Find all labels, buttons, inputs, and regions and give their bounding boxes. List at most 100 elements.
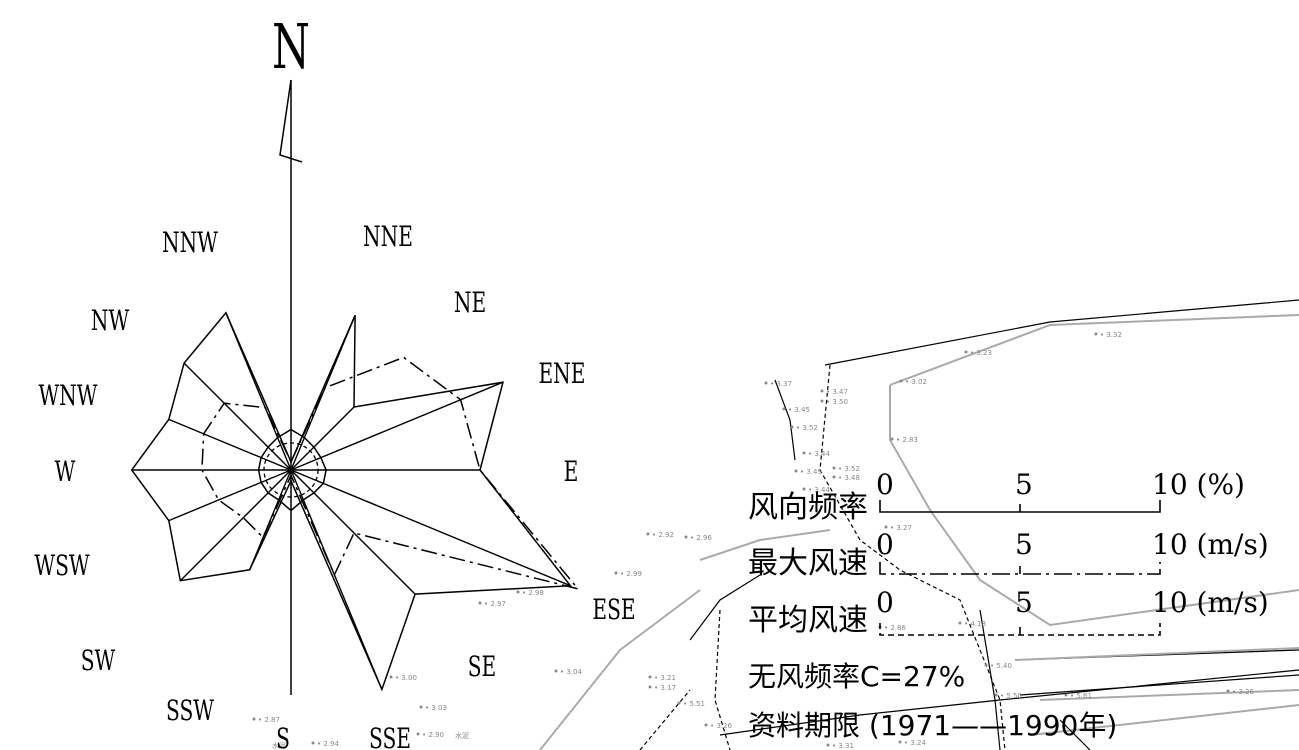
spot-marker	[964, 350, 968, 354]
direction-label-wnw: WNW	[38, 379, 97, 412]
direction-label-ene: ENE	[538, 357, 585, 390]
legend-label-mean-wind: 平均风速	[748, 603, 868, 638]
spot-height-label: • 3.17	[654, 684, 676, 692]
spot-marker	[958, 621, 962, 625]
site-map-background	[539, 299, 1299, 750]
spot-height-label: • 3.03	[425, 704, 447, 712]
spot-height-label: • 2.94	[317, 740, 339, 748]
spoke-ne	[290, 406, 355, 471]
direction-label-ssw: SSW	[166, 694, 214, 727]
direction-label-sse: SSE	[369, 722, 411, 750]
spot-marker	[898, 740, 902, 744]
spot-height-label: • 3.32	[1100, 331, 1122, 339]
spot-marker	[1064, 693, 1068, 697]
north-arrow	[279, 79, 303, 163]
spoke-ssw	[249, 469, 292, 571]
spot-marker	[994, 693, 998, 697]
spot-marker	[684, 535, 688, 539]
spoke-sw	[179, 469, 292, 582]
spot-height-label: • 3.44	[808, 486, 830, 494]
spot-marker	[826, 743, 830, 747]
spoke-ene	[290, 381, 504, 471]
spot-marker	[389, 675, 393, 679]
spot-marker	[832, 466, 836, 470]
spot-height-label: • 2.92	[652, 531, 674, 539]
legend-row-mean-wind: 平均风速 0 5 10 (m/s)	[748, 586, 1269, 638]
spot-marker	[890, 437, 894, 441]
spot-marker	[416, 732, 420, 736]
spot-marker	[790, 425, 794, 429]
spot-marker	[794, 469, 798, 473]
legend-mid-mean-wind: 5	[1015, 586, 1033, 619]
max-wind-polygon	[201, 356, 580, 591]
north-label: N	[272, 10, 310, 83]
spot-marker	[648, 675, 652, 679]
spot-height-label: • 3.26	[1232, 688, 1254, 696]
legend: 风向频率 0 5 10 (%) 最大风速 0 5 10 (m/s) 平均风速 0…	[748, 468, 1269, 742]
legend-row-max-wind: 最大风速 0 5 10 (m/s)	[748, 528, 1269, 581]
spot-marker	[802, 487, 806, 491]
spoke-wsw	[168, 469, 292, 522]
spot-height-label: • 3.52	[796, 424, 818, 432]
spot-height-label: • 3.00	[395, 674, 417, 682]
spot-height-label: • 3.26	[710, 722, 732, 730]
spot-marker	[646, 532, 650, 536]
spot-height-label: • 2.90	[422, 731, 444, 739]
spot-marker	[802, 451, 806, 455]
spot-height-label: • 3.02	[905, 378, 927, 386]
spot-height-label: • 5.51	[683, 700, 705, 708]
spot-height-label: • 3.27	[890, 524, 912, 532]
direction-label-sw: SW	[81, 644, 116, 677]
spot-marker	[704, 723, 708, 727]
spot-marker	[1094, 332, 1098, 336]
spot-marker	[419, 705, 423, 709]
spot-height-label: • 4.18	[964, 620, 986, 628]
spot-height-label: • 2.83	[896, 436, 918, 444]
spot-marker	[820, 399, 824, 403]
legend-mid-max-wind: 5	[1015, 528, 1033, 561]
spot-height-label: • 5.50	[1000, 692, 1022, 700]
spot-marker	[820, 389, 824, 393]
map-material-label: 水泥	[272, 741, 286, 750]
spot-height-label: • 3.49	[800, 468, 822, 476]
spot-marker	[984, 663, 988, 667]
spot-height-label: • 3.21	[654, 674, 676, 682]
spot-marker	[782, 407, 786, 411]
spot-height-label: • 3.37	[770, 380, 792, 388]
spot-height-label: • 3.50	[826, 398, 848, 406]
legend-row-frequency: 风向频率 0 5 10 (%)	[748, 468, 1245, 525]
spot-height-label: • 3.04	[560, 668, 582, 676]
map-material-label: 水泥	[455, 731, 469, 740]
calm-frequency-text: 无风频率C=27%	[748, 660, 965, 693]
legend-mid-frequency: 5	[1015, 468, 1033, 501]
legend-start-frequency: 0	[876, 468, 894, 501]
spot-height-label: • 2.86	[884, 624, 906, 632]
spot-marker	[311, 741, 315, 745]
spot-height-label: • 2.87	[258, 716, 280, 724]
frequency-polygon	[130, 311, 572, 692]
spot-marker	[884, 525, 888, 529]
spot-marker	[648, 685, 652, 689]
spot-marker	[252, 717, 256, 721]
mean-wind-polygon	[257, 428, 327, 512]
legend-start-mean-wind: 0	[876, 586, 894, 619]
legend-end-max-wind: 10 (m/s)	[1152, 528, 1269, 561]
direction-label-e: E	[564, 455, 579, 488]
spot-height-label: • 3.24	[904, 739, 926, 747]
direction-label-nne: NNE	[363, 220, 413, 253]
legend-end-mean-wind: 10 (m/s)	[1152, 586, 1269, 619]
spot-marker	[516, 590, 520, 594]
direction-label-nnw: NNW	[162, 226, 218, 259]
spot-height-label: • 3.52	[838, 465, 860, 473]
direction-label-ese: ESE	[592, 593, 635, 626]
spot-height-label: • 3.31	[832, 742, 854, 750]
legend-end-frequency: 10 (%)	[1152, 468, 1245, 501]
direction-label-ne: NE	[454, 286, 486, 319]
spot-marker	[832, 475, 836, 479]
spot-marker	[554, 669, 558, 673]
spoke-se	[290, 469, 416, 595]
legend-line-max-wind	[879, 562, 1161, 575]
